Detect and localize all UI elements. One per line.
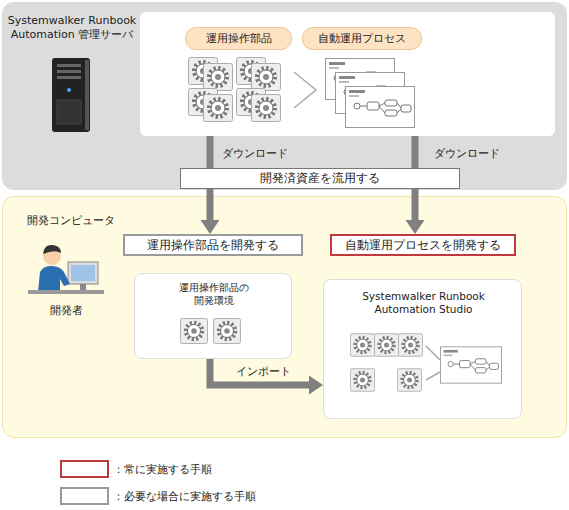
arrow-label: インポート: [236, 364, 291, 379]
legend-swatch: [60, 487, 109, 505]
node-text: 運用操作部品: [206, 31, 272, 46]
node-text: 開発コンピュータ: [27, 213, 115, 228]
asset-pill: 運用操作部品: [185, 27, 292, 50]
reuse-step: 開発済資産を流用する: [180, 168, 460, 189]
required-step: 自動運用プロセスを開発する: [330, 234, 516, 256]
arrow-label: ダウンロード: [434, 146, 500, 161]
server-band: Systemwalker Runbook Automation 管理サーバ運用操…: [2, 2, 567, 190]
node-text: 自動運用プロセスを開発する: [345, 238, 501, 253]
node-text: 運用操作部品の 開発環境: [175, 282, 253, 307]
legend-swatch: [60, 460, 109, 478]
dev-computer-band: 開発コンピュータ運用操作部品を開発する 自動運用プロセスを開発する運用操作部品の …: [2, 196, 567, 438]
asset-pill: 自動運用プロセス: [302, 27, 422, 50]
dev-environment: 運用操作部品の 開発環境: [134, 273, 292, 359]
node-text: 自動運用プロセス: [318, 31, 406, 46]
node-text: 運用操作部品を開発する: [147, 238, 279, 253]
node-text: Systemwalker Runbook Automation 管理サーバ: [5, 14, 139, 42]
node-text: 開発済資産を流用する: [260, 171, 380, 186]
optional-step: 運用操作部品を開発する: [123, 234, 303, 256]
icon-caption: 開発者: [50, 303, 83, 318]
legend-text: ：常に実施する手順: [113, 462, 212, 477]
legend-text: ：必要な場合に実施する手順: [113, 489, 256, 504]
studio-box: Systemwalker Runbook Automation Studio: [323, 279, 522, 419]
arrow-label: ダウンロード: [222, 146, 288, 161]
node-text: Systemwalker Runbook Automation Studio: [342, 290, 505, 316]
